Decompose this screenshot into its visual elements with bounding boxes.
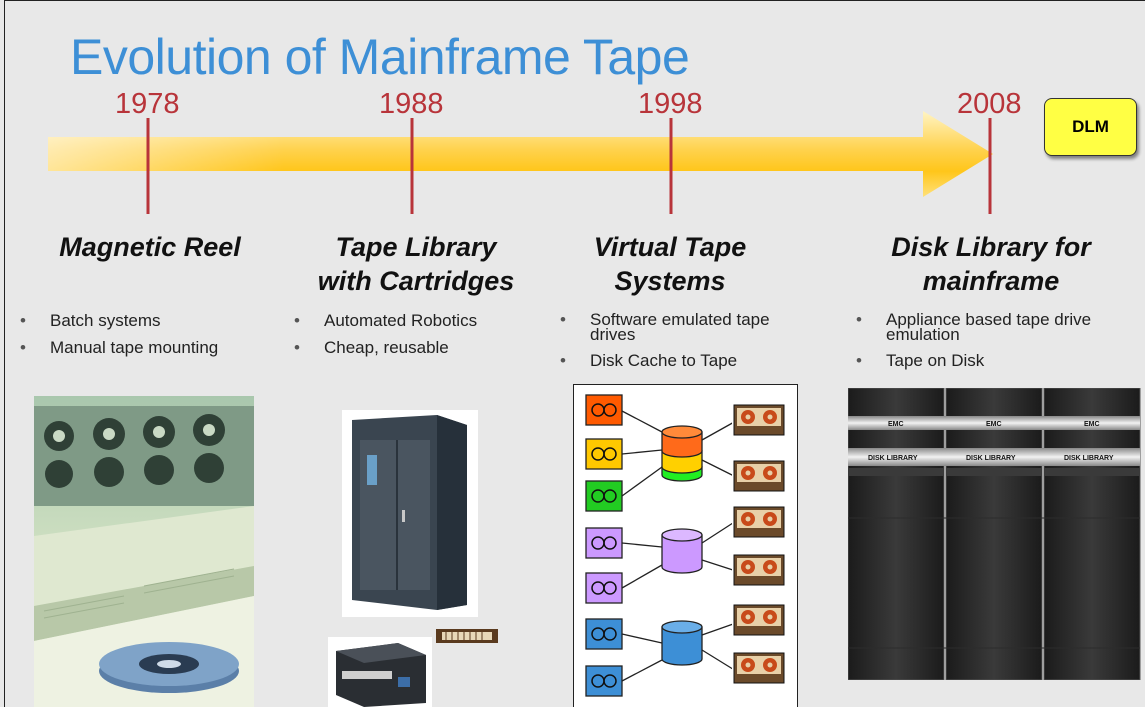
bullets-tape-library: Automated Robotics Cheap, reusable [294,312,544,366]
bullet-item: Cheap, reusable [294,339,544,356]
bullet-item: Batch systems [20,312,270,329]
bullet-item: Tape on Disk [856,352,1096,369]
era-title-disk-library: Disk Library for mainframe [866,230,1116,298]
tape-drive-photo [328,637,432,707]
rack-strip-text: DISK LIBRARY [966,455,1016,462]
era-title-line: Tape Library [335,232,497,262]
era-title-line: Virtual Tape [593,232,747,262]
tape-cartridge-photo [436,629,498,643]
bullets-virtual-tape: Software emulated tape drives Disk Cache… [560,311,775,379]
era-title-line: Systems [614,266,726,296]
disk-library-photo: EMC EMC EMC DISK LIBRARY DISK LIBRARY DI… [848,388,1141,680]
virtual-tape-diagram-drawing [585,394,788,697]
tape-library-photo [342,410,478,617]
era-title-line: Disk Library for [891,232,1091,262]
rack-label: EMC [888,421,904,428]
rack-strip-text: DISK LIBRARY [1064,455,1114,462]
bullet-item: Appliance based tape drive emulation [856,311,1096,343]
bullet-item: Software emulated tape drives [560,311,775,343]
era-title-virtual-tape: Virtual Tape Systems [570,230,770,298]
year-1998: 1998 [638,88,703,120]
timeline-arrow [48,111,993,214]
rack-strip-text: DISK LIBRARY [868,455,918,462]
era-title-magnetic-reel: Magnetic Reel [40,230,260,264]
virtual-tape-diagram [573,384,798,707]
bullet-item: Manual tape mounting [20,339,270,356]
bullets-magnetic-reel: Batch systems Manual tape mounting [20,312,270,366]
bullet-item: Disk Cache to Tape [560,352,775,369]
era-title-line: with Cartridges [317,266,515,296]
magnetic-reel-photo [34,396,254,707]
slide-title: Evolution of Mainframe Tape [70,29,690,85]
era-title-line: Magnetic Reel [59,232,241,262]
rack-label: EMC [1084,421,1100,428]
bullet-item: Automated Robotics [294,312,544,329]
year-1988: 1988 [379,88,444,120]
slide-border [4,0,1145,707]
rack-label: EMC [986,421,1002,428]
era-title-tape-library: Tape Library with Cartridges [300,230,532,298]
era-title-line: mainframe [922,266,1060,296]
physical-drives [732,403,788,687]
year-2008: 2008 [957,88,1022,120]
bullets-disk-library: Appliance based tape drive emulation Tap… [856,311,1096,379]
dlm-badge: DLM [1044,98,1137,156]
year-1978: 1978 [115,88,180,120]
